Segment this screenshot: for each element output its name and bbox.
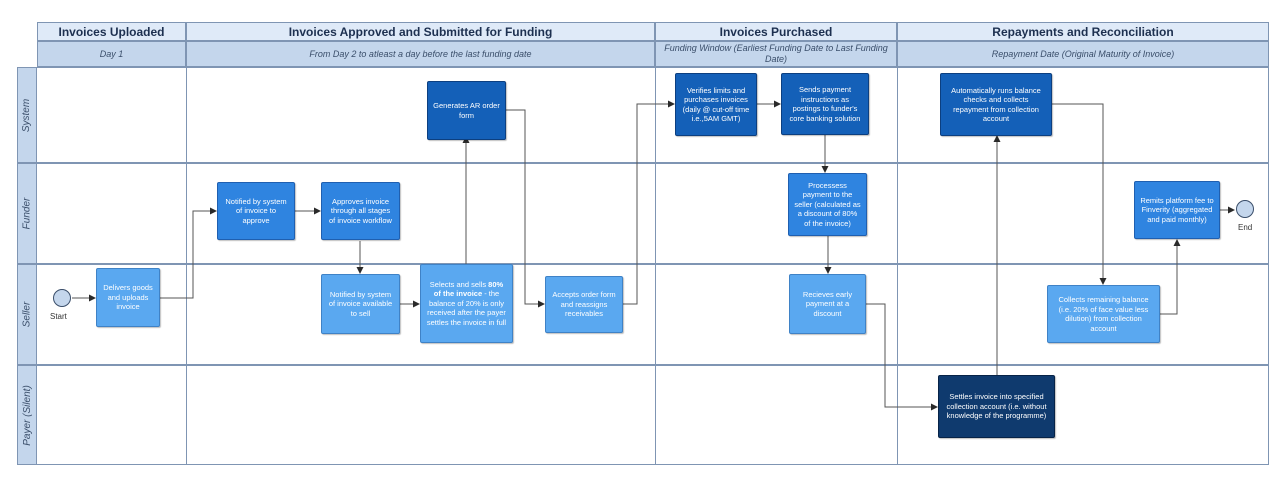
step-sends-payment-instructions: Sends payment instructions as postings t…: [781, 73, 869, 135]
step-selects-and-sells: Selects and sells 80% of the invoice - t…: [420, 264, 513, 343]
lane-label: Seller: [21, 301, 33, 328]
phase-subtitle-repayment-date: Repayment Date (Original Maturity of Inv…: [897, 41, 1269, 67]
lane-header-funder: Funder: [17, 163, 37, 264]
step-label: Notified by system of invoice to approve: [225, 196, 287, 225]
phase-subtitle-day-2: From Day 2 to atleast a day before the l…: [186, 41, 655, 67]
step-label: Recieves early payment at a discount: [802, 289, 853, 318]
step-receives-early-payment: Recieves early payment at a discount: [789, 274, 866, 334]
phase-title: Invoices Approved and Submitted for Fund…: [288, 24, 553, 39]
step-label: Generates AR order form: [433, 101, 500, 120]
lane-header-payer: Payer (Silent): [17, 365, 37, 465]
step-label: Collects remaining balance (i.e. 20% of …: [1058, 295, 1149, 333]
phase-header-repayments: Repayments and Reconciliation: [897, 22, 1269, 41]
lane-system: [17, 67, 1269, 163]
lane-label: Payer (Silent): [21, 384, 33, 446]
phase-divider: [655, 67, 656, 465]
phase-title: Repayments and Reconciliation: [992, 24, 1174, 39]
phase-subtitle-text: Funding Window (Earliest Funding Date to…: [664, 43, 888, 64]
end-event-icon: [1236, 200, 1254, 218]
end-label: End: [1238, 223, 1253, 232]
lane-header-seller: Seller: [17, 264, 37, 365]
step-label-part: Selects and sells: [429, 279, 489, 289]
start-event-icon: [53, 289, 71, 307]
phase-subtitle-funding-window: Funding Window (Earliest Funding Date to…: [655, 41, 897, 67]
step-label: Remits platform fee to Finverity (aggreg…: [1140, 195, 1214, 224]
step-auto-balance-checks: Automatically runs balance checks and co…: [940, 73, 1052, 136]
phase-divider: [186, 67, 187, 465]
lane-label: System: [21, 98, 33, 132]
phase-header-invoices-uploaded: Invoices Uploaded: [37, 22, 186, 41]
phase-subtitle-text: Repayment Date (Original Maturity of Inv…: [991, 48, 1175, 59]
phase-divider: [897, 67, 898, 465]
phase-title: Invoices Uploaded: [58, 24, 165, 39]
step-approves-invoice: Approves invoice through all stages of i…: [321, 182, 400, 240]
phase-subtitle-text: Day 1: [99, 48, 124, 59]
step-label: Automatically runs balance checks and co…: [951, 85, 1041, 124]
step-generates-ar-form: Generates AR order form: [427, 81, 506, 140]
step-label: Approves invoice through all stages of i…: [329, 196, 392, 225]
step-notified-seller: Notified by system of invoice available …: [321, 274, 400, 334]
step-collects-remaining-balance: Collects remaining balance (i.e. 20% of …: [1047, 285, 1160, 343]
lane-payer: [17, 365, 1269, 465]
lane-label: Funder: [21, 197, 33, 230]
step-label-part: - the balance of 20% is only received af…: [426, 289, 507, 327]
step-label: Verifies limits and purchases invoices (…: [682, 85, 750, 124]
step-label-bold: 80% of the invoice: [433, 279, 504, 299]
phase-header-invoices-purchased: Invoices Purchased: [655, 22, 897, 41]
phase-subtitle-day-1: Day 1: [37, 41, 186, 67]
step-remits-platform-fee: Remits platform fee to Finverity (aggreg…: [1134, 181, 1220, 239]
step-processes-payment: Processess payment to the seller (calcul…: [788, 173, 867, 236]
phase-subtitle-text: From Day 2 to atleast a day before the l…: [309, 48, 532, 59]
step-label: Sends payment instructions as postings t…: [789, 85, 861, 123]
step-label: Selects and sells 80% of the invoice - t…: [426, 280, 507, 328]
lane-header-system: System: [17, 67, 37, 163]
lane-funder: [17, 163, 1269, 264]
step-accepts-order-form: Accepts order form and reassigns receiva…: [545, 276, 623, 333]
step-notified-funder: Notified by system of invoice to approve: [217, 182, 295, 240]
step-label: Accepts order form and reassigns receiva…: [552, 290, 616, 319]
step-label: Processess payment to the seller (calcul…: [794, 180, 861, 228]
step-label: Settles invoice into specified collectio…: [946, 392, 1047, 421]
step-settles-invoice: Settles invoice into specified collectio…: [938, 375, 1055, 438]
step-label: Delivers goods and uploads invoice: [103, 283, 153, 312]
step-verifies-limits: Verifies limits and purchases invoices (…: [675, 73, 757, 136]
step-delivers-goods: Delivers goods and uploads invoice: [96, 268, 160, 327]
phase-title: Invoices Purchased: [719, 24, 833, 39]
phase-header-invoices-approved: Invoices Approved and Submitted for Fund…: [186, 22, 655, 41]
step-label: Notified by system of invoice available …: [328, 289, 393, 318]
start-label: Start: [50, 312, 67, 321]
